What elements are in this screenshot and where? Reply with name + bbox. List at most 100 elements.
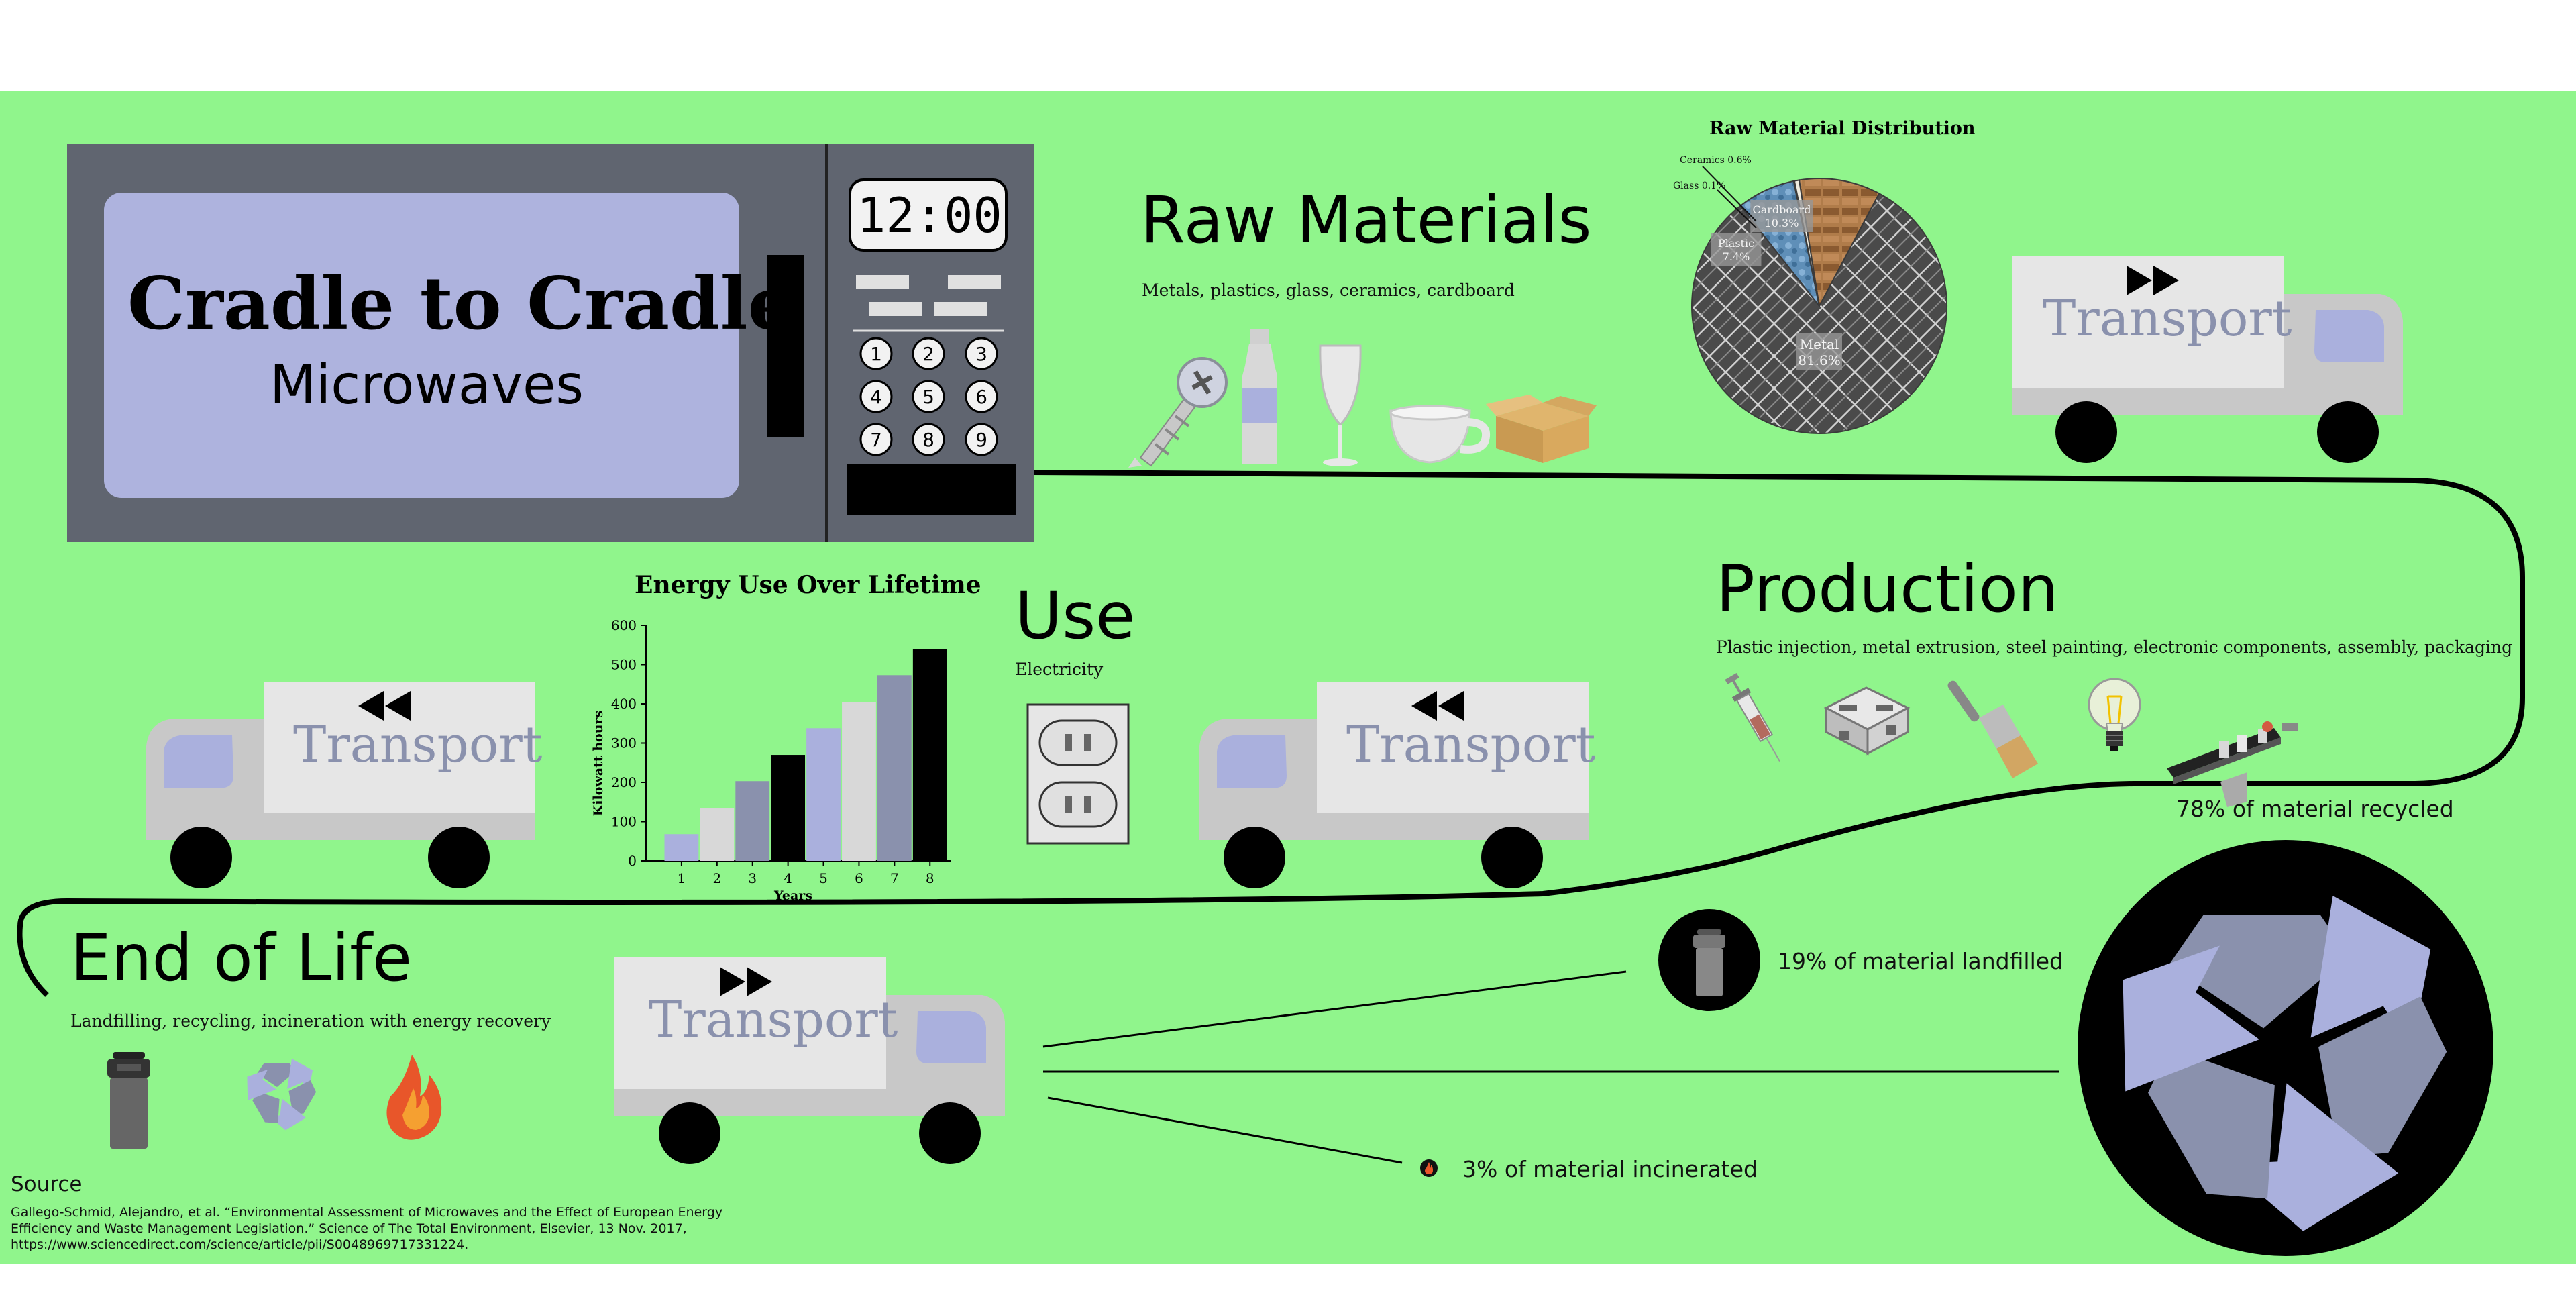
keypad-key [859, 423, 893, 456]
pie-label: Cardboard [1753, 203, 1811, 216]
x-axis-label: Years [773, 888, 812, 903]
incinerate-fire-icon [1420, 1159, 1438, 1177]
landfill-line [1042, 970, 1627, 1048]
use-desc: Electricity [1015, 660, 1104, 679]
y-tick-label: 0 [628, 853, 637, 869]
recycle-arrow-band [2169, 915, 2349, 1029]
y-tick-label: 500 [611, 657, 637, 673]
incinerated-percent: 3% of material incinerated [1462, 1156, 1758, 1182]
pie-label: 10.3% [1765, 217, 1799, 229]
pie-leader-line [1717, 189, 1757, 229]
x-tick-label: 5 [819, 870, 828, 886]
pie-label: Plastic [1718, 237, 1754, 250]
clock-text: 12:00 [857, 187, 1002, 244]
pie-label-glass: Glass 0.1% [1673, 180, 1725, 191]
recycle-arrow [268, 1080, 317, 1131]
y-tick-label: 400 [611, 696, 637, 712]
page-title: Cradle to Cradle [127, 262, 794, 346]
recycle-arrow-head [2123, 945, 2259, 1092]
use-title: Use [1015, 578, 1136, 654]
x-tick-label: 6 [855, 870, 863, 886]
conveyor-icon [2167, 721, 2298, 807]
transport-truck-4 [614, 957, 1005, 1164]
x-tick-label: 3 [748, 870, 757, 886]
x-tick-label: 4 [784, 870, 792, 886]
pie-leader-line [1702, 166, 1757, 222]
bar-year-4 [771, 755, 806, 861]
y-tick-label: 200 [611, 774, 637, 790]
keypad-key-label: 2 [922, 343, 934, 365]
transport-truck-3 [1199, 682, 1589, 888]
bar-year-8 [912, 649, 947, 861]
pie-label: Metal [1800, 336, 1839, 352]
raw-materials-title: Raw Materials [1140, 183, 1592, 258]
recycled-percent: 78% of material recycled [2176, 796, 2454, 822]
pie-label: 81.6% [1798, 352, 1841, 368]
keypad-key-label: 5 [922, 386, 934, 408]
transport-label-3: Transport [1346, 716, 1596, 774]
keypad-key-label: 1 [870, 343, 882, 365]
recycle-arrow-band [252, 1091, 280, 1124]
bar-year-5 [806, 728, 841, 861]
recycle-arrow-head [268, 1098, 306, 1131]
transport-truck-2 [146, 682, 535, 888]
incinerate-line [1047, 1096, 1403, 1164]
keypad-key [912, 380, 945, 413]
pie-slice-cardboard [1798, 178, 1880, 309]
pie-label: 7.4% [1723, 250, 1750, 263]
pie-title: Raw Material Distribution [1709, 118, 1976, 139]
pie-label-box [1711, 233, 1762, 266]
bar-year-1 [664, 834, 699, 861]
page-subtitle: Microwaves [270, 354, 584, 416]
transport-truck-1 [2012, 256, 2403, 463]
fire-icon [386, 1055, 442, 1140]
keypad-key-label: 7 [870, 429, 882, 451]
keypad-key [859, 380, 893, 413]
recycle-arrow-band [288, 1080, 317, 1114]
keypad-key [859, 337, 893, 370]
x-tick-label: 8 [926, 870, 934, 886]
syringe-icon [1725, 673, 1780, 762]
recycle-arrow-band [257, 1063, 295, 1087]
x-tick-label: 7 [890, 870, 899, 886]
end-of-life-title: End of Life [70, 921, 413, 996]
lifecycle-path [17, 470, 2525, 997]
recycle-large-icon [2123, 896, 2447, 1231]
bar-year-7 [877, 675, 912, 861]
pie-label-ceramics: Ceramics 0.6% [1680, 155, 1752, 166]
end-of-life-desc: Landfilling, recycling, incineration wit… [70, 1011, 551, 1031]
keypad-key [965, 337, 998, 370]
trash-can-icon [107, 1052, 150, 1149]
keypad-key [965, 423, 998, 456]
x-tick-label: 1 [678, 870, 686, 886]
bar-year-3 [735, 781, 770, 861]
transport-label-1: Transport [2043, 290, 2292, 348]
x-tick-label: 2 [712, 870, 721, 886]
pie-label-box [1750, 200, 1813, 232]
landfill-trash-icon [1658, 909, 1760, 1011]
recycle-arrow-head [2225, 1083, 2399, 1231]
recycle-arrow-head [247, 1069, 276, 1101]
y-tick-label: 600 [611, 617, 637, 633]
recycle-icon [247, 1059, 317, 1131]
transport-label-4: Transport [649, 991, 898, 1049]
production-desc: Plastic injection, metal extrusion, stee… [1716, 637, 2513, 657]
y-axis-label: Kilowatt hours [591, 711, 606, 816]
keypad-key-label: 3 [975, 343, 987, 365]
keypad-key-label: 6 [975, 386, 987, 408]
extrusion-icon [1823, 686, 1911, 756]
raw-materials-desc: Metals, plastics, glass, ceramics, cardb… [1142, 280, 1515, 300]
keypad-key [912, 337, 945, 370]
keypad-key-label: 8 [922, 429, 934, 451]
outlet-icon [1026, 703, 1130, 845]
y-tick-label: 100 [611, 814, 637, 830]
clock-display [849, 178, 1008, 252]
cardboard-box-icon [1486, 395, 1597, 463]
lightbulb-icon [2088, 678, 2141, 751]
recycle-arrow-band [2148, 1047, 2275, 1199]
